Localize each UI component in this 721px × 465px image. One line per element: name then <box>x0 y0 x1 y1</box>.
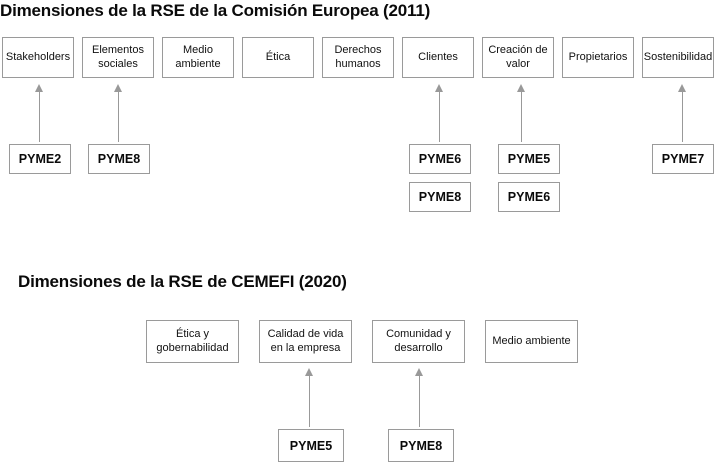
arrow-shaft <box>520 91 523 142</box>
dimension-box-clientes: Clientes <box>402 37 474 78</box>
dimension-box-calidad-de-vida-en-la-empresa: Calidad de vida en la empresa <box>259 320 352 363</box>
arrow-shaft <box>418 375 421 427</box>
arrow-shaft <box>681 91 684 142</box>
pyme-box: PYME7 <box>652 144 714 174</box>
arrow-pyme8-to-elementos-sociales <box>114 84 123 142</box>
dimension-box-etica-y-gobernabilidad: Ética y gobernabilidad <box>146 320 239 363</box>
arrow-shaft <box>38 91 41 142</box>
dimension-box-propietarios: Propietarios <box>562 37 634 78</box>
dimension-box-stakeholders: Stakeholders <box>2 37 74 78</box>
dimension-box-comunidad-y-desarrollo: Comunidad y desarrollo <box>372 320 465 363</box>
arrow-pyme7-to-sostenibilidad <box>678 84 687 142</box>
pyme-box: PYME5 <box>278 429 344 462</box>
pyme-box: PYME8 <box>409 182 471 212</box>
dimension-box-creacion-de-valor: Creación de valor <box>482 37 554 78</box>
arrow-shaft <box>117 91 120 142</box>
dimension-box-sostenibilidad: Sostenibilidad <box>642 37 714 78</box>
pyme-box: PYME8 <box>388 429 454 462</box>
dimension-box-elementos-sociales: Elementos sociales <box>82 37 154 78</box>
arrow-pyme6-to-clientes <box>435 84 444 142</box>
arrowhead-icon <box>305 368 313 376</box>
arrow-pyme2-to-stakeholders <box>35 84 44 142</box>
arrowhead-icon <box>415 368 423 376</box>
arrowhead-icon <box>678 84 686 92</box>
arrow-pyme5-to-creacion-de-valor <box>517 84 526 142</box>
arrowhead-icon <box>35 84 43 92</box>
dimension-box-derechos-humanos: Derechos humanos <box>322 37 394 78</box>
section-title-eu: Dimensiones de la RSE de la Comisión Eur… <box>0 1 431 20</box>
dimension-box-medio-ambiente: Medio ambiente <box>162 37 234 78</box>
arrow-shaft <box>308 375 311 427</box>
pyme-box: PYME2 <box>9 144 71 174</box>
arrowhead-icon <box>517 84 525 92</box>
arrow-pyme5-to-calidad-de-vida <box>305 368 314 427</box>
pyme-box: PYME8 <box>88 144 150 174</box>
arrow-shaft <box>438 91 441 142</box>
pyme-box: PYME6 <box>498 182 560 212</box>
pyme-box: PYME6 <box>409 144 471 174</box>
pyme-box: PYME5 <box>498 144 560 174</box>
arrowhead-icon <box>114 84 122 92</box>
dimension-box-medio-ambiente-cemefi: Medio ambiente <box>485 320 578 363</box>
dimension-box-etica: Ética <box>242 37 314 78</box>
arrow-pyme8-to-comunidad-y-desarrollo <box>415 368 424 427</box>
arrowhead-icon <box>435 84 443 92</box>
section-title-cemefi: Dimensiones de la RSE de CEMEFI (2020) <box>18 272 347 291</box>
